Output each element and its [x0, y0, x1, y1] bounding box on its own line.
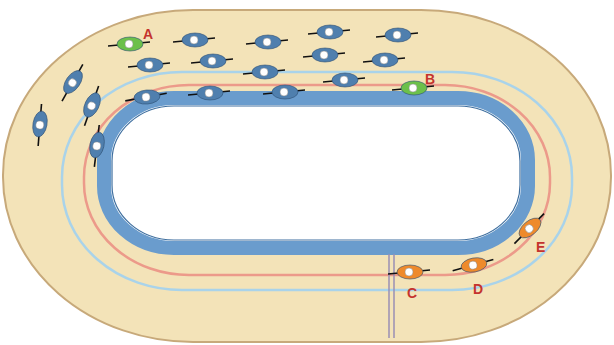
cote-d-azur-band — [104, 98, 528, 248]
rider-helmet — [208, 57, 216, 65]
rider-helmet — [67, 77, 78, 88]
rider-body — [332, 73, 358, 87]
sprinters-line — [84, 85, 550, 275]
rider-body — [397, 265, 423, 279]
rider-helmet — [280, 88, 288, 96]
rider-body — [133, 89, 160, 105]
rider-body — [200, 54, 226, 68]
cyclist — [303, 48, 345, 62]
rider-helmet — [405, 268, 413, 276]
bicycle — [452, 260, 494, 271]
cyclist — [124, 88, 167, 106]
rider-body — [317, 25, 343, 39]
rider-body — [272, 85, 298, 99]
rider-helmet — [35, 120, 44, 129]
rider-helmet — [92, 141, 101, 150]
rider-helmet — [468, 261, 477, 270]
cyclist — [76, 84, 106, 128]
rider-helmet — [409, 84, 417, 92]
rider-body — [197, 86, 223, 100]
rider-body — [312, 48, 338, 62]
rider-body — [372, 53, 398, 67]
rider-body — [255, 35, 281, 49]
bicycle — [59, 64, 86, 101]
rider-helmet — [190, 36, 198, 44]
rider-body — [117, 37, 143, 51]
cyclist — [191, 54, 233, 68]
bicycle — [34, 104, 45, 146]
cyclist — [323, 73, 365, 87]
rider-group — [29, 25, 550, 279]
callout-letter: C — [407, 286, 417, 300]
rider-helmet — [142, 93, 151, 102]
rider-helmet — [524, 223, 535, 234]
finish-line — [393, 254, 395, 338]
infield-edge — [112, 106, 520, 240]
rider-helmet — [320, 51, 328, 59]
callout-letter: A — [143, 27, 153, 41]
rider-body — [60, 67, 86, 96]
callout-letter: B — [425, 72, 435, 86]
rider-helmet — [263, 38, 271, 46]
cyclist — [128, 58, 170, 72]
cyclist — [263, 85, 305, 99]
cyclist — [29, 103, 50, 147]
cyclist — [188, 86, 230, 100]
rider-helmet — [145, 61, 153, 69]
cyclist — [246, 35, 288, 49]
rider-body — [80, 90, 104, 119]
rider-body — [137, 58, 163, 72]
cyclist — [55, 62, 91, 104]
track-surface — [3, 10, 611, 342]
finish-line — [388, 254, 390, 338]
cyclist — [308, 25, 350, 39]
cyclist — [451, 255, 495, 276]
rider-helmet — [125, 40, 133, 48]
rider-body — [460, 256, 488, 274]
rider-helmet — [393, 31, 401, 39]
cyclist — [173, 33, 215, 47]
cyclist — [376, 28, 418, 42]
rider-body — [385, 28, 411, 42]
cyclist — [363, 53, 405, 67]
rider-helmet — [340, 76, 348, 84]
rider-helmet — [205, 89, 213, 97]
rider-body — [516, 214, 545, 241]
stayers-line — [62, 72, 572, 290]
bicycle — [125, 93, 167, 101]
rider-body — [87, 131, 106, 159]
rider-body — [182, 33, 208, 47]
rider-body — [252, 65, 278, 79]
rider-helmet — [86, 101, 97, 112]
rider-body — [401, 81, 427, 95]
rider-helmet — [325, 28, 333, 36]
callout-letter: D — [473, 282, 483, 296]
rider-helmet — [260, 68, 268, 76]
cyclist — [243, 65, 285, 79]
rider-body — [31, 110, 49, 138]
callout-letter: E — [536, 240, 545, 254]
rider-helmet — [380, 56, 388, 64]
cyclist — [388, 265, 430, 279]
cyclist — [86, 124, 108, 168]
